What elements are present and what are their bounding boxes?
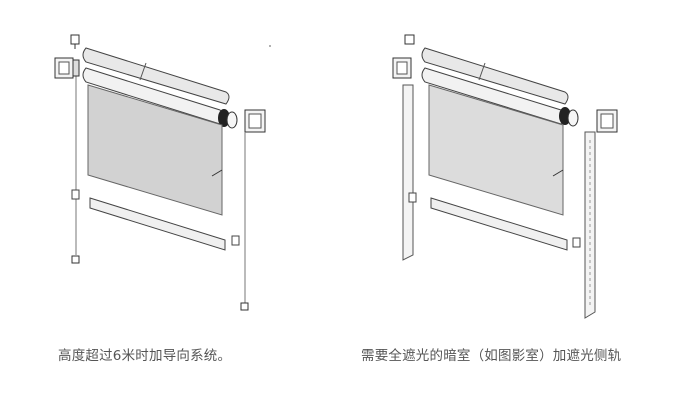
side-rail-icon (402, 84, 414, 261)
bracket-icon (244, 109, 266, 133)
blind-fabric (87, 84, 223, 216)
blind-fabric (428, 84, 564, 216)
side-rail-illustration (392, 34, 618, 319)
bracket-icon (54, 57, 80, 79)
screw-icon (71, 255, 80, 264)
roller-tube-top (82, 47, 230, 105)
pull-arrow (211, 169, 223, 177)
bottom-bar (89, 197, 226, 251)
caption-guide-wire: 高度超过6米时加导向系统。 (58, 348, 232, 364)
caption-side-rail: 需要全遮光的暗室（如图影室）加遮光侧轨 (361, 348, 622, 364)
screw-icon (404, 34, 415, 45)
screw-icon (70, 34, 80, 49)
motor-end-icon (559, 107, 579, 127)
diagram-side-rail-system: 需要全遮光的暗室（如图影室）加遮光侧轨 (345, 0, 690, 420)
diagram-guide-wire-system: 高度超过6米时加导向系统。 (54, 34, 271, 364)
motor-end-icon (218, 109, 238, 129)
eyelet-left (71, 189, 80, 200)
bracket-icon (596, 109, 618, 133)
bottom-bar (430, 197, 568, 251)
screw-icon (240, 302, 249, 311)
guide-wire-illustration (54, 34, 271, 311)
eyelet-right (231, 235, 240, 246)
bracket-icon (392, 57, 412, 79)
